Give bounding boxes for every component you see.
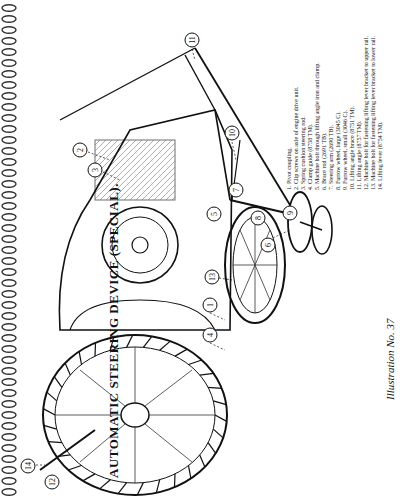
callout-number: 11 — [185, 33, 200, 48]
callout-number: 6 — [261, 238, 276, 253]
part-name: 14. Lifting lever (8754 TM). — [377, 10, 384, 190]
illustration-caption: Illustration No. 37 — [384, 318, 396, 400]
part-name: 4. Clamp guide (8758 TM). — [307, 10, 314, 190]
parts-list: 1. Pivot coupling.2. Clip screws on axle… — [286, 10, 384, 190]
page-title: AUTOMATIC STEERING DEVICE (SPECIAL). — [106, 183, 122, 478]
callout-number: 1 — [203, 298, 218, 313]
callout-number: 9 — [283, 206, 298, 221]
callout-number: 10 — [225, 126, 240, 141]
part-name: 1. Pivot coupling. — [286, 10, 293, 190]
part-name: 10. Lifting angle brace (8751 TM). — [349, 10, 356, 190]
callout-number: 4 — [203, 328, 218, 343]
part-name: 3. Spring cushion steering rod. — [300, 10, 307, 190]
part-name: 7. Steering arm (2690 TB). — [328, 10, 335, 190]
callout-number: 8 — [251, 211, 266, 226]
callout-number: 13 — [205, 270, 220, 285]
part-name: 11. Lifting angle (8757 TM). — [356, 10, 363, 190]
part-name: 6. Brace rod (2691 TB). — [321, 10, 328, 190]
callout-number: 2 — [73, 143, 88, 158]
callout-number: 14 — [21, 459, 36, 474]
part-name: 9. Furrow wheel, small (3046 C). — [342, 10, 349, 190]
part-name: 8. Furrow wheel, large (3045 C). — [335, 10, 342, 190]
part-name: 13. Machine bolt for fastening lifting l… — [370, 10, 377, 190]
part-name: 12. Machine bolt for fastening lifting l… — [363, 10, 370, 190]
callout-number: 7 — [229, 183, 244, 198]
callout-number: 5 — [207, 207, 222, 222]
part-name: 2. Clip screws on axle of engine drive u… — [293, 10, 300, 190]
part-name: 5. Machine bolt through lifting angle ir… — [314, 10, 321, 190]
callout-number: 3 — [88, 163, 103, 178]
callout-number: 12 — [45, 475, 60, 490]
